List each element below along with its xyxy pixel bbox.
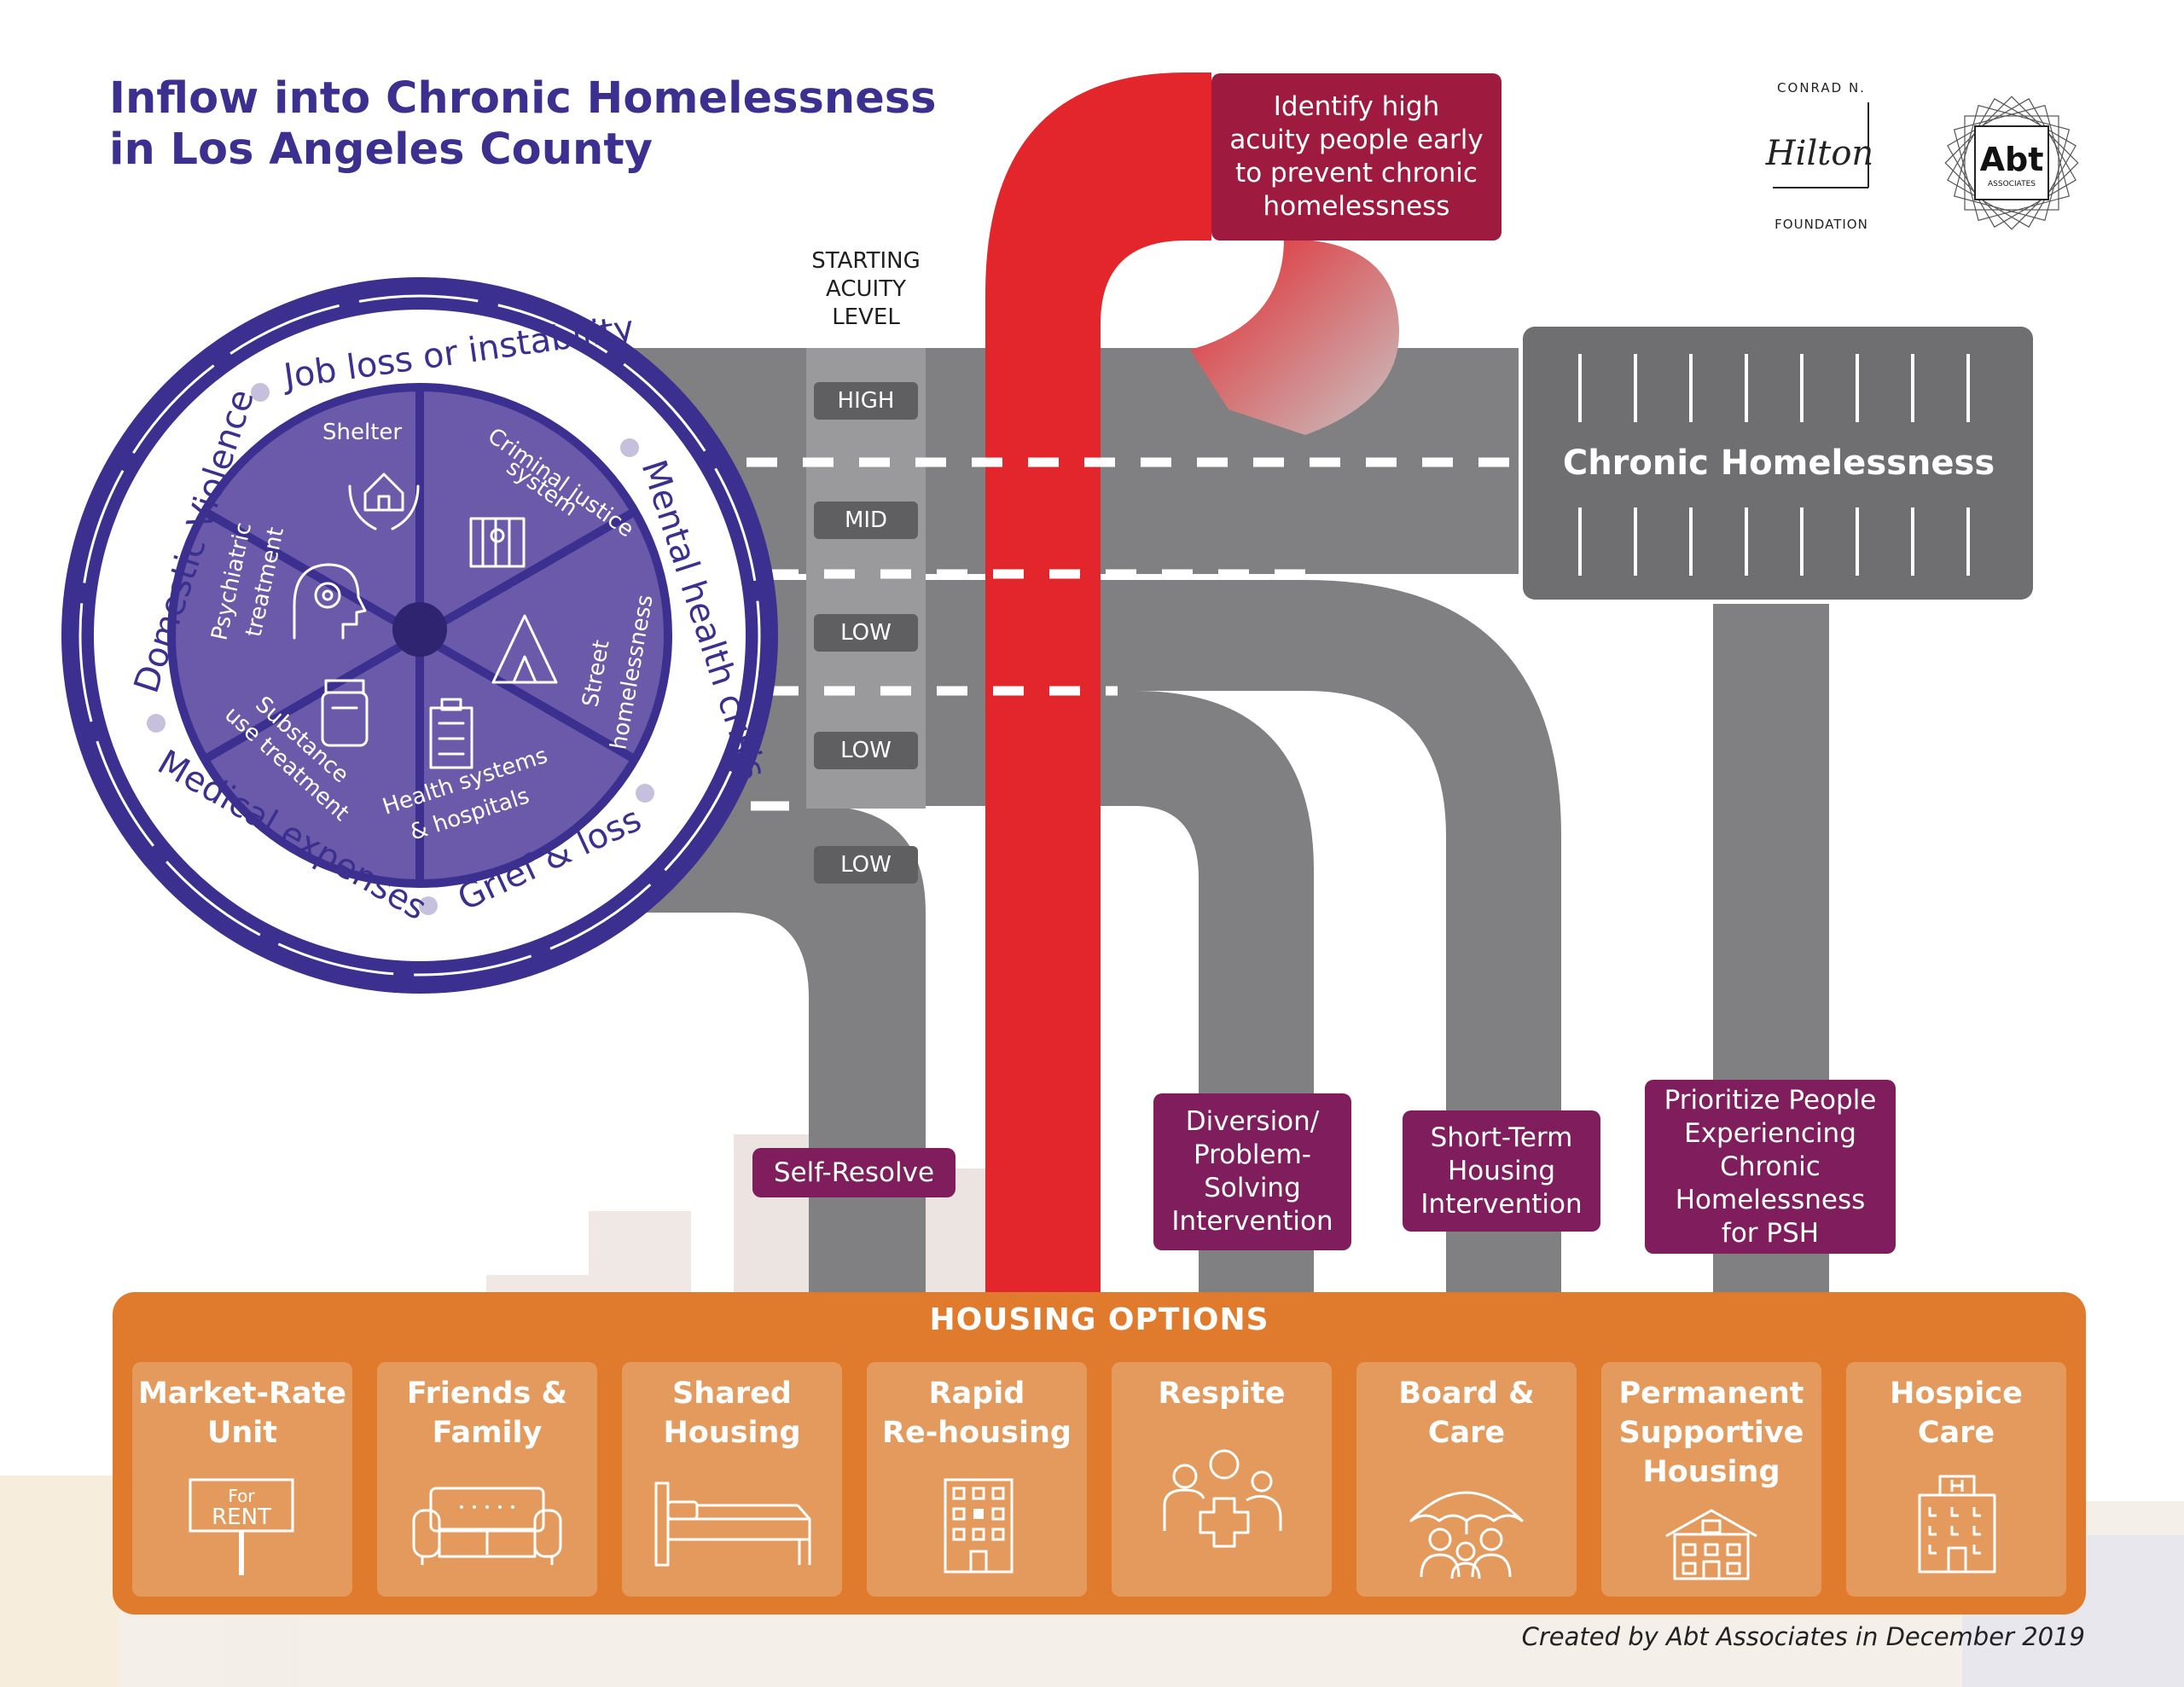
system-label-street-1: Street	[578, 638, 614, 709]
system-label-criminal-1: Criminal justice	[483, 423, 638, 542]
callout-line: acuity people early	[1229, 125, 1484, 155]
people-medical-cross-icon	[1163, 1449, 1282, 1548]
acuity-level-low-1: LOW	[814, 614, 918, 652]
intervention-line: Solving	[1204, 1173, 1301, 1203]
option-label-line: Supportive	[1618, 1416, 1804, 1450]
abt-associates-logo: Abt ASSOCIATES	[1941, 92, 2082, 234]
intervention-line: Housing	[1447, 1155, 1555, 1186]
sofa-icon	[412, 1487, 562, 1565]
callout-line: homelessness	[1263, 191, 1450, 222]
housing-option-market-rate: Market-Rate Unit For RENT	[132, 1362, 352, 1597]
pill-bottle-icon	[321, 679, 369, 747]
option-label-line: Family	[432, 1416, 543, 1450]
option-label-line: Respite	[1158, 1377, 1286, 1411]
option-label-line: Care	[1917, 1416, 1995, 1450]
chronic-homelessness-label: Chronic Homelessness	[1562, 443, 1995, 483]
intervention-line: Self-Resolve	[773, 1157, 935, 1188]
intervention-prioritize-psh: Prioritize People Experiencing Chronic H…	[1645, 1080, 1896, 1254]
acuity-level-low-2: LOW	[814, 732, 918, 769]
intervention-line: Diversion/	[1185, 1106, 1320, 1137]
intervention-line: Chronic	[1720, 1151, 1821, 1182]
system-label-shelter: Shelter	[322, 420, 402, 445]
red-path-hook	[1190, 239, 1399, 435]
chronic-block	[1523, 327, 2033, 600]
acuity-heading-line: ACUITY	[826, 276, 906, 302]
svg-text:ASSOCIATES: ASSOCIATES	[1988, 180, 2036, 188]
housing-option-hospice-care: Hospice Care	[1846, 1362, 2066, 1597]
svg-text:FOUNDATION: FOUNDATION	[1774, 217, 1868, 232]
intervention-line: Experiencing	[1684, 1117, 1856, 1149]
acuity-level-low-3: LOW	[814, 846, 918, 884]
option-label-line: Care	[1427, 1416, 1506, 1450]
intervention-line: Prioritize People	[1664, 1084, 1877, 1116]
apartment-building-icon	[944, 1478, 1014, 1574]
option-label-line: Friends &	[406, 1377, 568, 1411]
house-icon	[1665, 1509, 1757, 1580]
intervention-line: Intervention	[1171, 1206, 1333, 1237]
intervention-line: Intervention	[1420, 1188, 1583, 1220]
option-label-line: Housing	[663, 1416, 801, 1450]
shelter-hands-house-icon	[348, 472, 420, 530]
chronic-block-stripes	[1578, 354, 1970, 576]
svg-text:Abt: Abt	[1980, 141, 2044, 178]
for-rent-sign-icon: For RENT	[189, 1478, 294, 1575]
option-label-line: Permanent	[1618, 1377, 1804, 1411]
housing-option-board-care: Board & Care	[1356, 1362, 1577, 1597]
housing-option-shared-housing: Shared Housing	[622, 1362, 842, 1597]
acuity-heading-line: STARTING	[811, 248, 921, 274]
intervention-line: for PSH	[1721, 1217, 1820, 1249]
title-line-1: Inflow into Chronic Homelessness	[109, 73, 937, 124]
umbrella-family-icon	[1409, 1491, 1524, 1580]
option-label-line: Hospice	[1890, 1377, 2023, 1411]
head-brain-icon	[293, 563, 367, 640]
housing-option-rapid-rehousing: Rapid Re-housing	[867, 1362, 1087, 1597]
system-label-street-2: homelessness	[606, 593, 658, 751]
housing-option-permanent-supportive: Permanent Supportive Housing	[1601, 1362, 1821, 1597]
intervention-diversion: Diversion/ Problem- Solving Intervention	[1153, 1093, 1351, 1250]
acuity-level-high: HIGH	[814, 382, 918, 420]
housing-option-friends-family: Friends & Family	[377, 1362, 597, 1597]
jail-bars-person-icon	[469, 517, 526, 568]
option-label-line: Market-Rate	[137, 1377, 347, 1411]
option-label-line: Re-housing	[882, 1416, 1072, 1450]
housing-options-title: HOUSING OPTIONS	[929, 1302, 1269, 1337]
page-title: Inflow into Chronic Homelessness in Los …	[109, 73, 937, 176]
option-label-line: Rapid	[928, 1377, 1025, 1411]
bed-icon	[654, 1481, 811, 1567]
acuity-heading-line: LEVEL	[832, 304, 900, 330]
option-label-line: Shared	[672, 1377, 792, 1411]
intervention-self-resolve: Self-Resolve	[752, 1148, 956, 1197]
hospital-building-icon	[429, 698, 473, 769]
svg-text:RENT: RENT	[212, 1504, 271, 1530]
svg-text:For: For	[228, 1486, 255, 1506]
option-label-line: Board &	[1398, 1377, 1535, 1411]
credit-line: Created by Abt Associates in December 20…	[1521, 1622, 2085, 1651]
acuity-level-mid: MID	[814, 501, 918, 539]
tent-icon	[491, 614, 558, 684]
svg-text:Hilton: Hilton	[1765, 134, 1873, 173]
red-path	[985, 72, 1211, 1292]
callout-line: Identify high	[1273, 91, 1440, 122]
intervention-short-term-housing: Short-Term Housing Intervention	[1403, 1110, 1600, 1232]
svg-text:CONRAD N.: CONRAD N.	[1777, 80, 1866, 96]
option-label-line: Housing	[1642, 1455, 1780, 1489]
callout-identify-high-acuity: Identify high acuity people early to pre…	[1211, 73, 1502, 241]
callout-line: to prevent chronic	[1235, 158, 1478, 188]
housing-option-respite: Respite	[1112, 1362, 1332, 1597]
option-label-line: Unit	[206, 1416, 278, 1450]
hospice-building-icon	[1918, 1475, 1996, 1574]
title-line-2: in Los Angeles County	[109, 125, 653, 175]
intervention-line: Problem-	[1194, 1139, 1311, 1170]
intervention-line: Homelessness	[1675, 1184, 1866, 1215]
acuity-heading: STARTING ACUITY LEVEL	[768, 247, 964, 332]
intervention-line: Short-Term	[1430, 1122, 1573, 1153]
hilton-foundation-logo: CONRAD N. Hilton FOUNDATION	[1747, 77, 1896, 239]
